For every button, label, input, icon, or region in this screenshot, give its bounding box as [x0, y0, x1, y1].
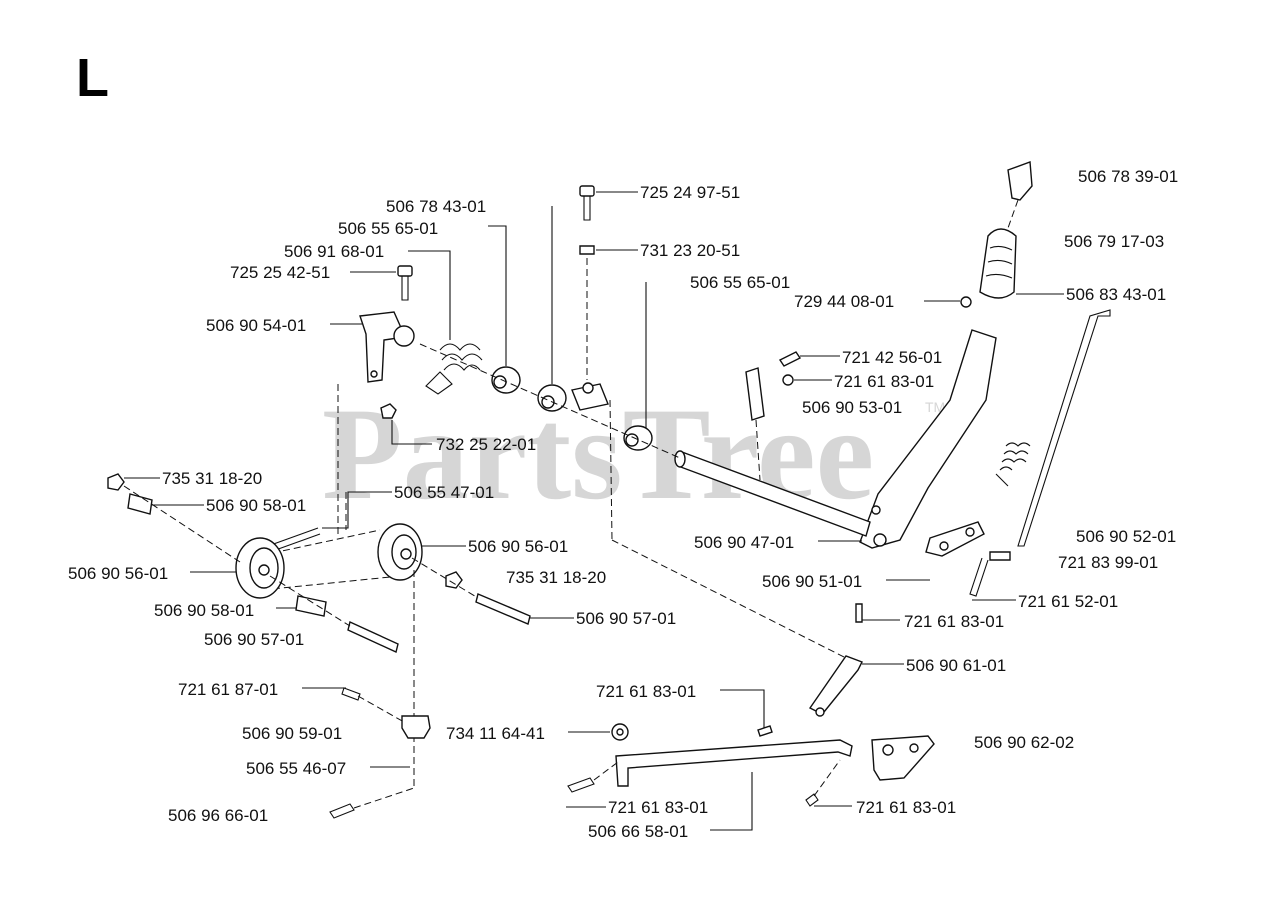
part-label: 721 61 83-01 [856, 798, 956, 817]
part-label: 734 11 64-41 [446, 724, 545, 743]
part-label: 731 23 20-51 [640, 241, 740, 260]
part-label: 506 90 58-01 [154, 601, 254, 620]
part-label: 732 25 22-01 [436, 435, 536, 454]
part-label: 721 61 83-01 [904, 612, 1004, 631]
part-label: 506 90 58-01 [206, 496, 306, 515]
part-drawings [107, 161, 1111, 819]
part-label: 729 44 08-01 [794, 292, 894, 311]
part-label: 506 96 66-01 [168, 806, 268, 825]
part-label: 721 83 99-01 [1058, 553, 1158, 572]
part-label: 506 55 46-07 [246, 759, 346, 778]
part-label: 506 90 56-01 [68, 564, 168, 583]
part-label: 506 90 61-01 [906, 656, 1006, 675]
part-label: 506 90 47-01 [694, 533, 794, 552]
part-label: 721 61 83-01 [834, 372, 934, 391]
part-label: 506 90 54-01 [206, 316, 306, 335]
part-label: 506 79 17-03 [1064, 232, 1164, 251]
part-label: 506 90 57-01 [204, 630, 304, 649]
part-labels: 506 78 39-01 506 79 17-03 506 83 43-01 7… [68, 167, 1178, 841]
section-letter: L [76, 48, 109, 108]
part-label: 506 91 68-01 [284, 242, 384, 261]
part-label: 506 55 65-01 [690, 273, 790, 292]
part-label: 506 90 59-01 [242, 724, 342, 743]
part-label: 506 90 56-01 [468, 537, 568, 556]
part-label: 725 24 97-51 [640, 183, 740, 202]
part-label: 721 61 83-01 [608, 798, 708, 817]
part-label: 506 55 47-01 [394, 483, 494, 502]
part-label: 506 90 57-01 [576, 609, 676, 628]
part-label: 721 61 52-01 [1018, 592, 1118, 611]
part-label: 506 55 65-01 [338, 219, 438, 238]
part-label: 506 66 58-01 [588, 822, 688, 841]
part-label: 506 90 52-01 [1076, 527, 1176, 546]
part-label: 721 61 87-01 [178, 680, 278, 699]
part-label: 735 31 18-20 [506, 568, 606, 587]
part-label: 506 90 62-02 [974, 733, 1074, 752]
part-label: 506 78 43-01 [386, 197, 486, 216]
part-label: 721 42 56-01 [842, 348, 942, 367]
part-label: 506 90 51-01 [762, 572, 862, 591]
part-label: 506 78 39-01 [1078, 167, 1178, 186]
part-label: 725 25 42-51 [230, 263, 330, 282]
part-label: 506 83 43-01 [1066, 285, 1166, 304]
leader-lines [124, 191, 1064, 831]
watermark-tm: TM [925, 399, 945, 415]
part-label: 506 90 53-01 [802, 398, 902, 417]
part-label: 735 31 18-20 [162, 469, 262, 488]
part-label: 721 61 83-01 [596, 682, 696, 701]
